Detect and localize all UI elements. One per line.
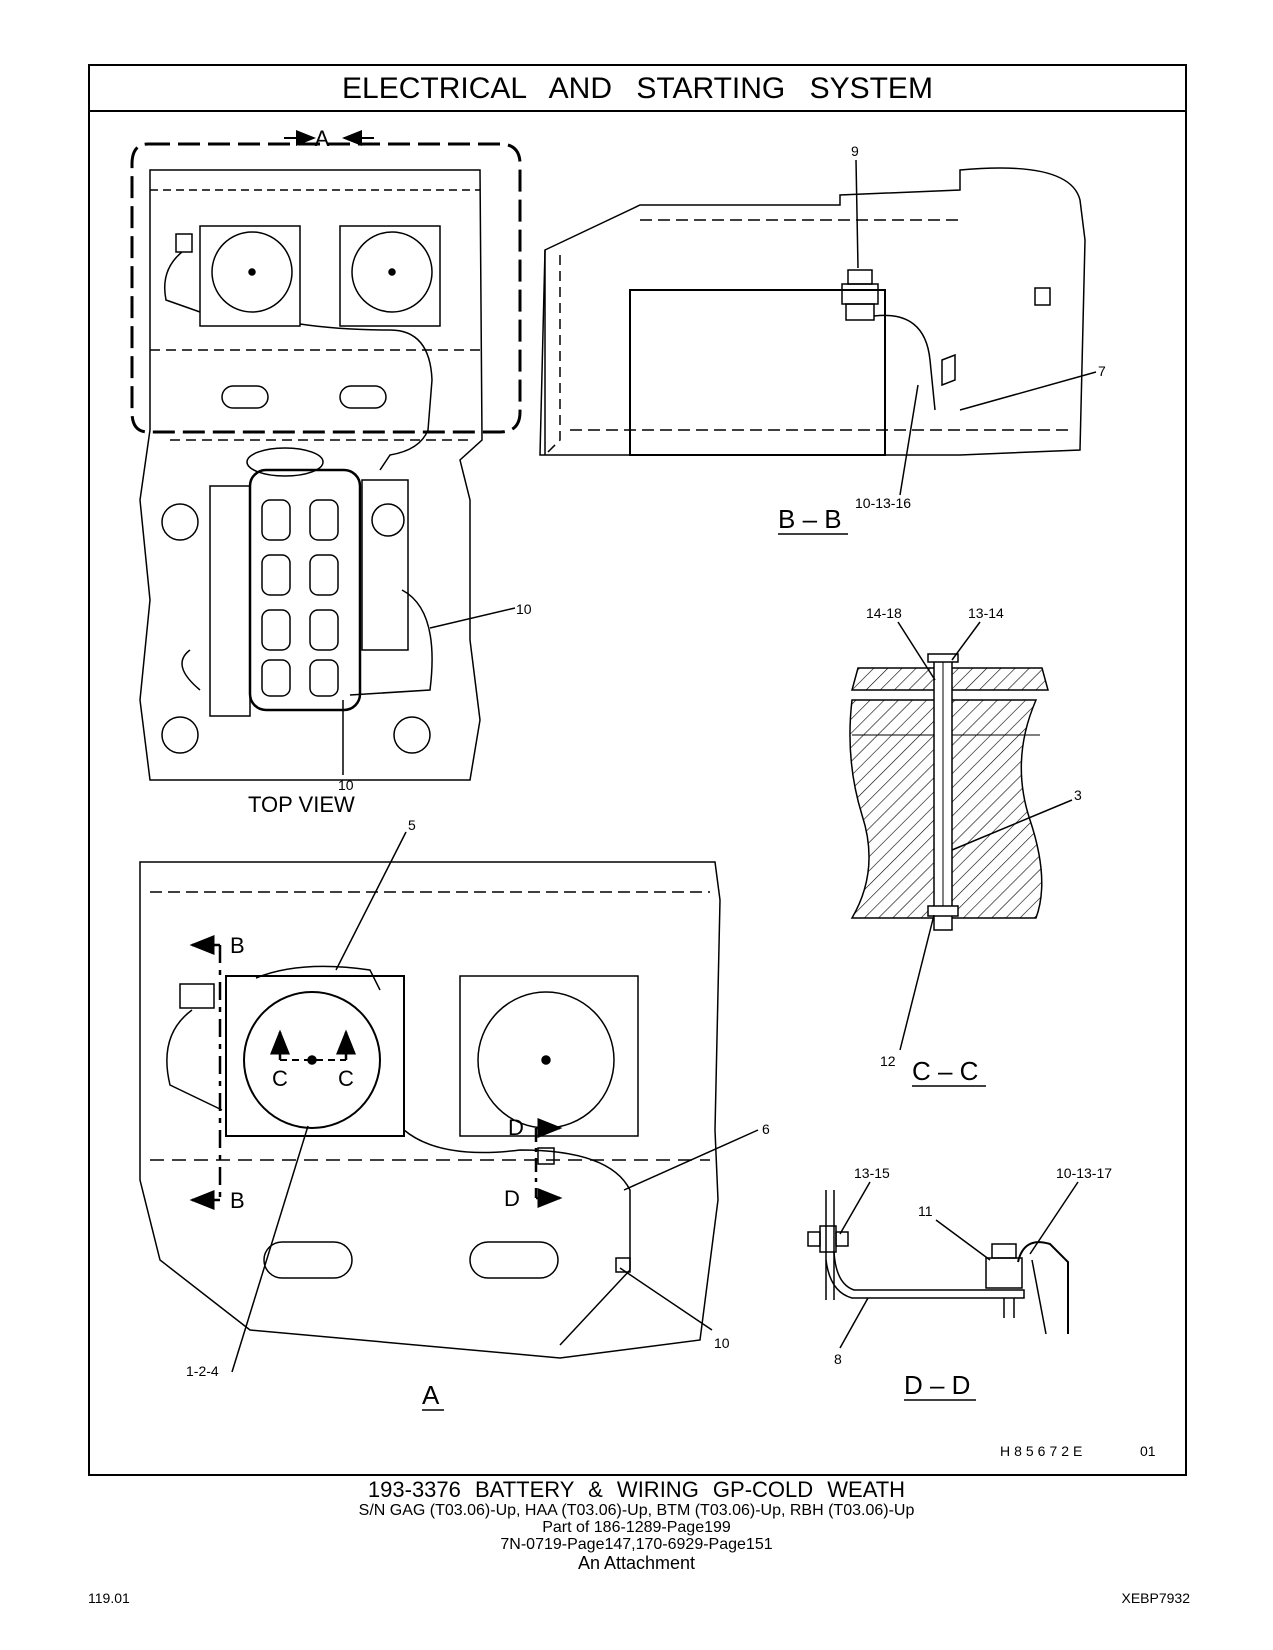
callout-8: 8: [834, 1351, 842, 1367]
view-a-section-arrows: [189, 935, 563, 1210]
section-dd-label: D – D: [904, 1370, 970, 1400]
view-a-drawing: [139, 831, 759, 1373]
callout-10-top-bottom: 10: [338, 777, 354, 793]
callout-11: 11: [918, 1203, 933, 1219]
callout-10-view-a: 10: [714, 1335, 730, 1351]
callout-14-18: 14-18: [866, 605, 902, 621]
leader-10a: [429, 607, 516, 629]
leader-5: [335, 831, 407, 971]
illustration-id: H85672E: [1000, 1443, 1086, 1459]
section-arrow-c-right: C: [338, 1066, 354, 1091]
section-arrow-b-bottom: B: [230, 1188, 245, 1213]
leader-3: [951, 799, 1073, 851]
page-title: ELECTRICAL AND STARTING SYSTEM: [90, 66, 1185, 112]
drawing-frame: ELECTRICAL AND STARTING SYSTEM: [88, 64, 1187, 1476]
leader-7: [959, 371, 1097, 411]
leader-14-18: [897, 621, 936, 681]
caption-part-of: Part of 186-1289-Page199: [542, 1519, 731, 1536]
caption-refs: 7N-0719-Page147,170-6929-Page151: [500, 1536, 773, 1553]
callout-7: 7: [1098, 363, 1106, 379]
leader-13-15: [839, 1181, 871, 1235]
callout-12: 12: [880, 1053, 896, 1069]
page-number: 119.01: [88, 1590, 130, 1606]
callout-1-2-4: 1-2-4: [186, 1363, 219, 1379]
leader-10-13-16: [899, 384, 919, 496]
caption-attachment: An Attachment: [577, 1553, 696, 1573]
callout-13-15: 13-15: [854, 1165, 890, 1181]
callout-10-13-16: 10-13-16: [855, 495, 911, 511]
callout-5: 5: [408, 817, 416, 833]
section-bb-drawing: [539, 159, 1097, 496]
section-dd-drawing: [807, 1181, 1079, 1349]
document-code: XEBP7932: [1121, 1590, 1191, 1606]
section-bb-label: B – B: [778, 504, 842, 534]
leader-1-2-4: [231, 1125, 309, 1373]
section-arrow-b-top: B: [230, 933, 245, 958]
callout-10-13-17: 10-13-17: [1056, 1165, 1112, 1181]
callout-13-14: 13-14: [968, 605, 1004, 621]
illustration-revision: 01: [1140, 1443, 1156, 1459]
section-cc-drawing: [849, 621, 1073, 1051]
callout-3: 3: [1074, 787, 1082, 803]
leader-6: [623, 1129, 759, 1191]
view-a-label: A: [422, 1380, 440, 1410]
leader-13-14: [951, 621, 981, 661]
leader-9: [855, 159, 859, 269]
section-cc-label: C – C: [912, 1056, 978, 1086]
callout-6: 6: [762, 1121, 770, 1137]
leader-11: [935, 1219, 991, 1261]
section-arrow-d-bottom: D: [504, 1186, 520, 1211]
section-arrow-d-top: D: [508, 1115, 524, 1140]
top-view-label: TOP VIEW: [248, 792, 355, 817]
callout-10-top-right: 10: [516, 601, 532, 617]
callout-9: 9: [851, 143, 859, 159]
top-view-drawing: [130, 142, 522, 781]
section-arrow-a: A: [315, 126, 330, 151]
caption-serials: S/N GAG (T03.06)-Up, HAA (T03.06)-Up, BT…: [358, 1502, 915, 1519]
leader-10-13-17: [1029, 1181, 1079, 1255]
leader-10-view-a: [619, 1267, 713, 1331]
parts-caption: 193-3376 BATTERY & WIRING GP-COLD WEATH …: [0, 1477, 1273, 1574]
leader-12: [899, 914, 935, 1051]
detail-a-boundary: [130, 142, 522, 434]
caption-title: 193-3376 BATTERY & WIRING GP-COLD WEATH: [367, 1477, 906, 1502]
leader-8: [839, 1297, 869, 1349]
section-arrow-c-left: C: [272, 1066, 288, 1091]
